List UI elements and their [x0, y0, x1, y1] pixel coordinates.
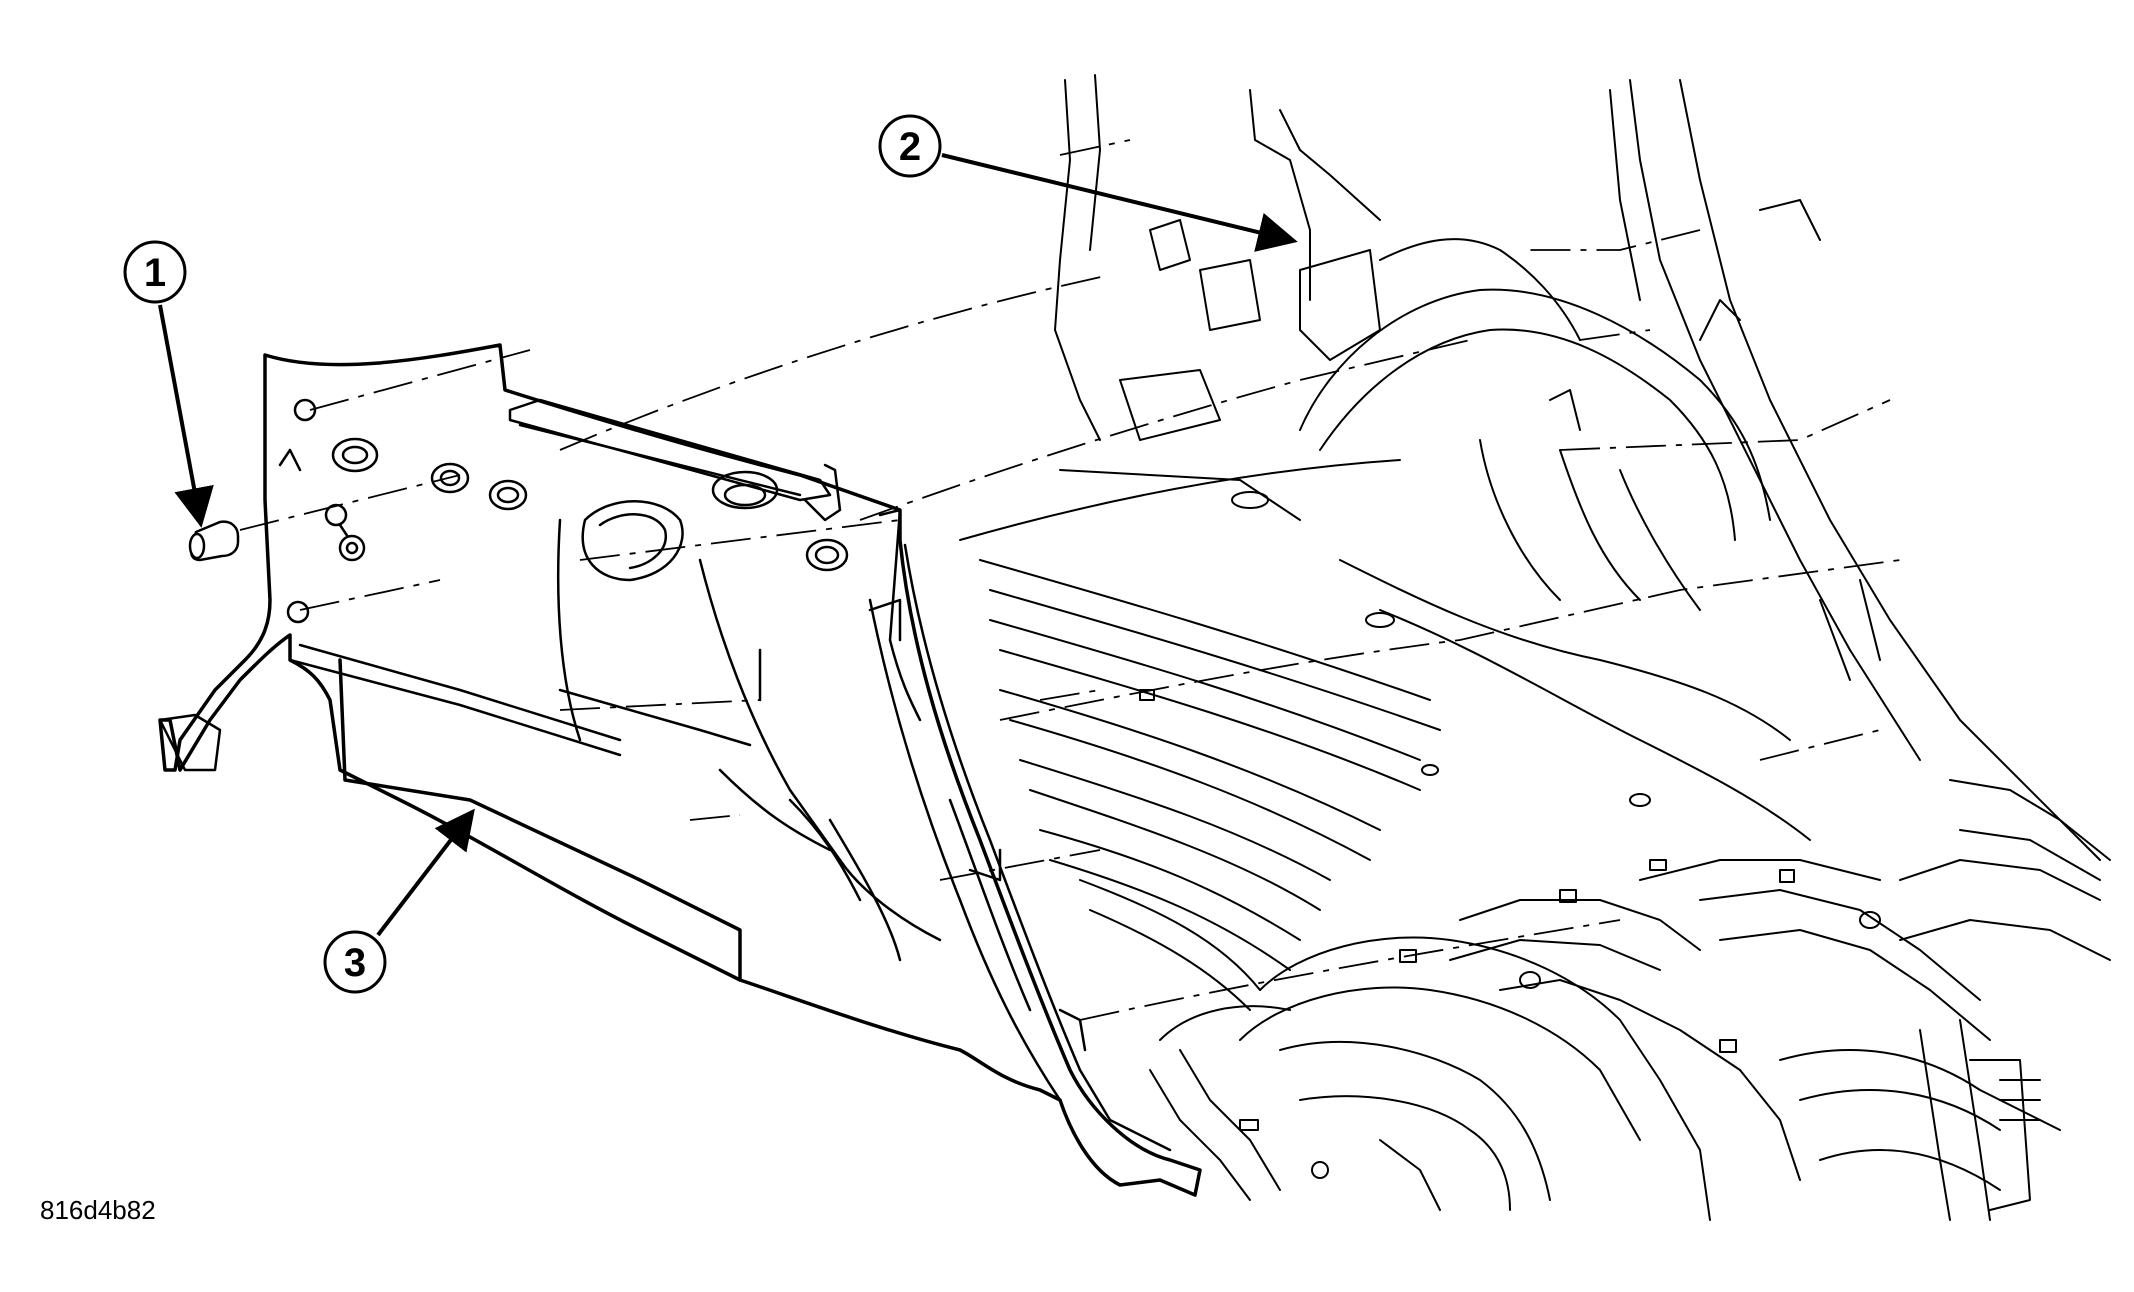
quarter-trim-panel: [158, 343, 1202, 1197]
callout-1-label: 1: [144, 251, 166, 295]
callout-3: 3: [323, 808, 475, 994]
callout-1: 1: [123, 240, 214, 528]
figure-code: 816d4b82: [40, 1195, 156, 1225]
callout-3-label: 3: [344, 941, 366, 985]
vehicle-body-structure: [959, 74, 2111, 1221]
alignment-lines: [239, 139, 1901, 1021]
screw-fastener: [324, 503, 366, 562]
callout-2-label: 2: [899, 125, 921, 169]
fastener-clip: [188, 520, 240, 562]
callout-2: 2: [878, 114, 1298, 252]
